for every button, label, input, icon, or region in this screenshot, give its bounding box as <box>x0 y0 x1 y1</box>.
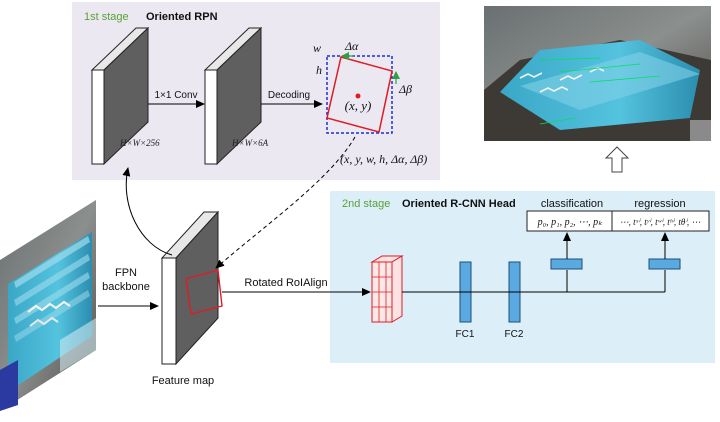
classification-label: classification <box>541 198 603 210</box>
regression-formula: ⋯, tˣⁱ, tʸⁱ, tʷⁱ, tʰⁱ, tθⁱ, ⋯ <box>620 217 701 227</box>
classification-formula: p₀, p₁, p₂, ⋯, pₖ <box>537 217 603 228</box>
feature-map <box>160 210 223 366</box>
feature-block-2 <box>203 26 263 166</box>
rotated-roialign-label: Rotated RoIAlign <box>244 277 327 289</box>
backbone-label: backbone <box>102 281 150 293</box>
fc1-label: FC1 <box>456 329 475 340</box>
decoding-label: Decoding <box>268 90 310 101</box>
block1-dims: H×W×256 <box>119 138 160 148</box>
fc2-label: FC2 <box>505 329 524 340</box>
stage2-title: Oriented R-CNN Head <box>402 198 516 210</box>
fpn-label: FPN <box>115 267 137 279</box>
horizontal-bounding-box <box>326 55 393 134</box>
center-point <box>355 93 361 99</box>
conv-label: 1×1 Conv <box>154 90 197 101</box>
block2-dims: H×W×6A <box>231 138 269 148</box>
feature-map-label: Feature map <box>152 375 214 387</box>
center-label: (x, y) <box>345 98 372 113</box>
output-detection-image <box>484 6 711 141</box>
regression-output-box <box>611 210 710 232</box>
stage2-tag: 2nd stage <box>342 198 390 210</box>
delta-alpha-label: Δα <box>344 39 359 53</box>
output-up-arrow <box>604 146 630 173</box>
proposal-params: (x, y, w, h, Δα, Δβ) <box>340 152 427 166</box>
oriented-box <box>326 56 393 133</box>
feature-block-1 <box>90 26 150 166</box>
input-surgical-image <box>0 200 96 411</box>
box-h-label: h <box>316 63 322 77</box>
reg-fc-layer <box>648 258 681 270</box>
fpn-to-rpn-arrow <box>122 167 173 256</box>
stage1-title: Oriented RPN <box>146 11 218 23</box>
roi-feature-grid <box>370 255 404 323</box>
box-w-label: w <box>313 41 321 55</box>
regression-label: regression <box>634 198 685 210</box>
stage1-tag: 1st stage <box>84 11 129 23</box>
cls-fc-layer <box>550 258 583 270</box>
delta-beta-label: Δβ <box>398 82 412 96</box>
